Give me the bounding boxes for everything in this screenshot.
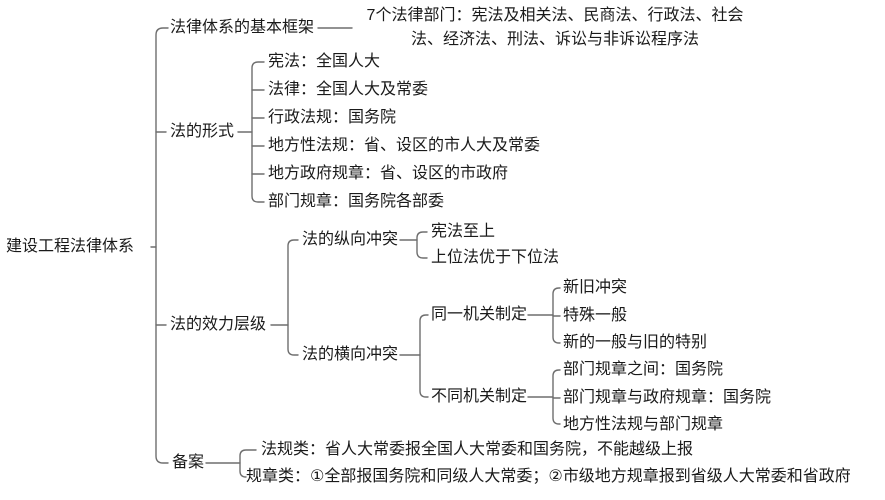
record-item-regulations[interactable]: 法规类：省人大常委报全国人大常委和国务院，不能越级上报 (261, 441, 694, 458)
same-organ-item-new-general-old-special[interactable]: 新的一般与旧的特别 (563, 334, 708, 351)
topic-different-organ[interactable]: 不同机关制定 (431, 388, 528, 405)
diff-organ-item-ministry-vs-gov[interactable]: 部门规章与政府规章：国务院 (563, 389, 772, 406)
form-item-admin-regulation[interactable]: 行政法规：国务院 (268, 109, 397, 126)
form-item-ministry-rule[interactable]: 部门规章：国务院各部委 (268, 193, 445, 210)
record-item-rules[interactable]: 规章类：①全部报国务院和同级人大常委；②市级地方规章报到省级人大常委和省政府 (246, 468, 851, 485)
topic-record[interactable]: 备案 (172, 454, 205, 471)
vertical-item-constitution-supreme[interactable]: 宪法至上 (431, 223, 496, 240)
form-item-law[interactable]: 法律：全国人大及常委 (268, 81, 429, 98)
diff-organ-item-between-ministry-rules[interactable]: 部门规章之间：国务院 (563, 361, 724, 378)
root-topic[interactable]: 建设工程法律体系 (6, 238, 135, 255)
topic-same-organ[interactable]: 同一机关制定 (431, 306, 528, 323)
topic-horizontal-conflict[interactable]: 法的横向冲突 (302, 346, 399, 363)
form-item-local-gov-rule[interactable]: 地方政府规章：省、设区的市政府 (268, 165, 509, 182)
topic-form[interactable]: 法的形式 (170, 123, 235, 140)
form-item-constitution[interactable]: 宪法：全国人大 (268, 53, 381, 70)
topic-hierarchy[interactable]: 法的效力层级 (170, 316, 267, 333)
note-seven-departments[interactable]: 7个法律部门：宪法及相关法、民商法、行政法、社会 法、经济法、刑法、诉讼与非诉讼… (366, 7, 744, 48)
topic-framework[interactable]: 法律体系的基本框架 (170, 19, 315, 36)
diff-organ-item-local-vs-ministry[interactable]: 地方性法规与部门规章 (563, 416, 724, 433)
topic-vertical-conflict[interactable]: 法的纵向冲突 (302, 231, 399, 248)
same-organ-item-new-old[interactable]: 新旧冲突 (563, 279, 628, 296)
form-item-local-regulation[interactable]: 地方性法规：省、设区的市人大及常委 (268, 137, 541, 154)
same-organ-item-special-general[interactable]: 特殊一般 (563, 307, 628, 324)
vertical-item-superior-law[interactable]: 上位法优于下位法 (431, 249, 560, 266)
